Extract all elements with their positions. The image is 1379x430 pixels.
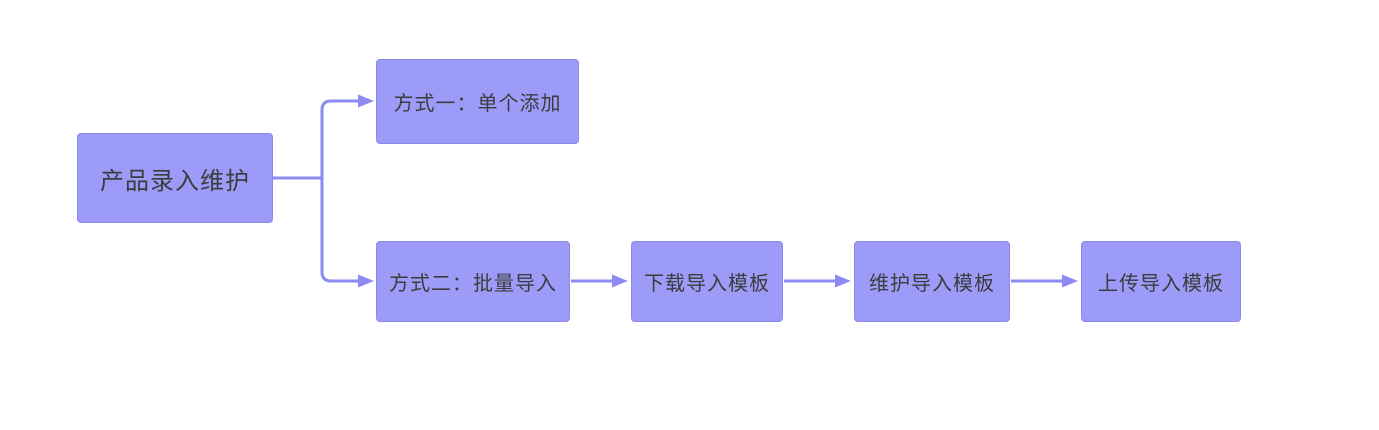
node-maintain-import-template[interactable]: 维护导入模板	[854, 241, 1010, 322]
edge-root-to-method1	[320, 94, 374, 178]
node-download-import-template[interactable]: 下载导入模板	[631, 241, 783, 322]
node-upload-import-template-label: 上传导入模板	[1098, 273, 1224, 295]
edge-root-to-method2	[320, 178, 374, 288]
node-upload-import-template[interactable]: 上传导入模板	[1081, 241, 1241, 322]
node-product-entry-maintenance-label: 产品录入维护	[100, 167, 250, 195]
node-method1-single-add[interactable]: 方式一：单个添加	[376, 59, 579, 144]
node-method1-single-add-label: 方式一：单个添加	[393, 93, 562, 115]
node-maintain-import-template-label: 维护导入模板	[869, 273, 995, 295]
node-method2-batch-import-label: 方式二：批量导入	[389, 273, 557, 295]
node-download-import-template-label: 下载导入模板	[644, 273, 770, 295]
node-product-entry-maintenance[interactable]: 产品录入维护	[77, 133, 273, 223]
node-method2-batch-import[interactable]: 方式二：批量导入	[376, 241, 570, 322]
